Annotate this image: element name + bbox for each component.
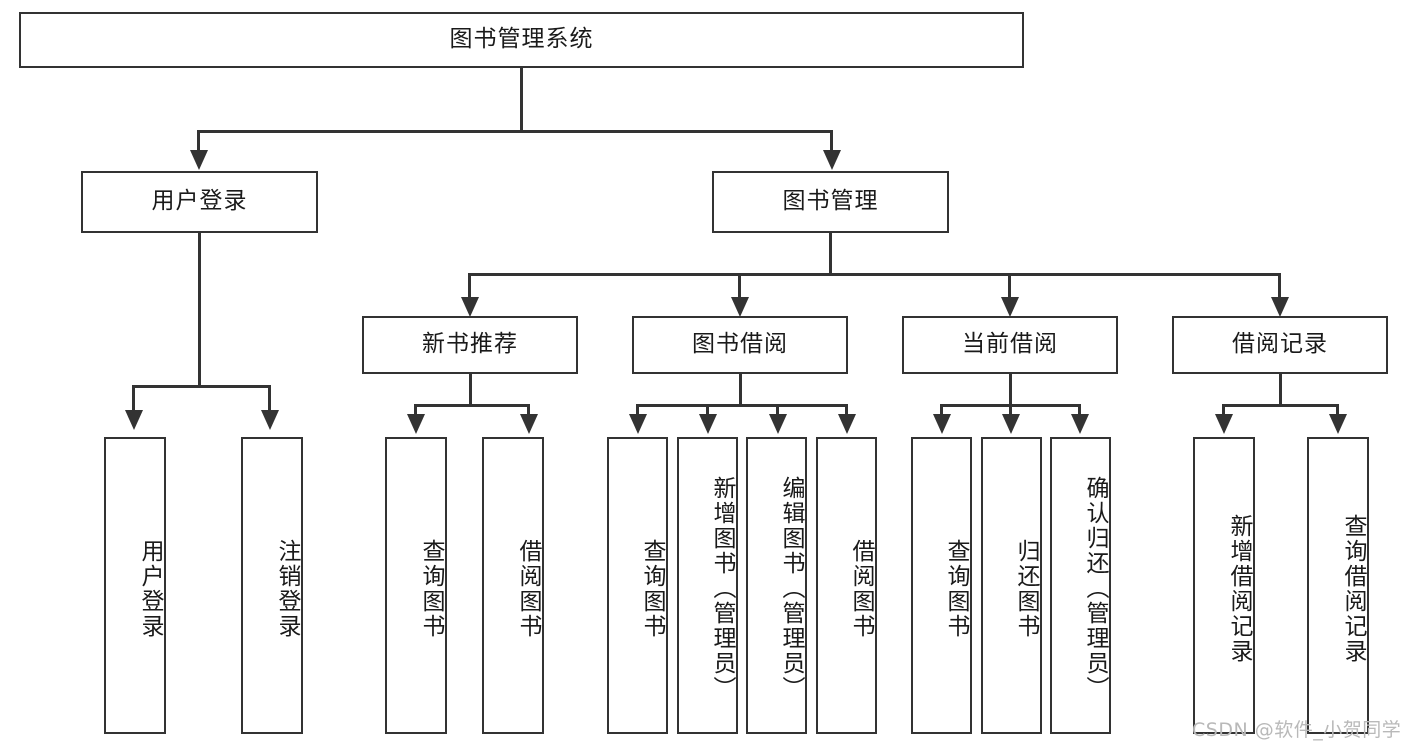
node-borrow-record[interactable]: 借阅记录 bbox=[1172, 316, 1388, 374]
node-leaf-query-book-1[interactable]: 查询图书 bbox=[385, 437, 447, 734]
node-book-borrow[interactable]: 图书借阅 bbox=[632, 316, 848, 374]
edge-user-login-stem bbox=[198, 233, 201, 387]
node-label: 归还图书 bbox=[1013, 538, 1039, 639]
edge-bb-bus bbox=[636, 404, 847, 407]
edge-cb-drop-3 bbox=[1078, 404, 1081, 418]
edge-user-login-drop-1 bbox=[132, 385, 135, 413]
edge-bb-drop-2 bbox=[706, 404, 709, 418]
edge-nbr-stem bbox=[469, 374, 472, 406]
edge-nbr-bus bbox=[414, 404, 530, 407]
arrow-cb-leaf-1 bbox=[933, 414, 951, 434]
arrow-nbr-leaf-1 bbox=[407, 414, 425, 434]
node-label: 借阅图书 bbox=[848, 538, 874, 639]
node-label: 新增图书（管理员） bbox=[709, 476, 735, 701]
edge-book-management-stem bbox=[829, 233, 832, 275]
arrow-bb-leaf-1 bbox=[629, 414, 647, 434]
arrow-bm-to-book-borrow bbox=[731, 297, 749, 317]
node-leaf-user-login[interactable]: 用户登录 bbox=[104, 437, 166, 734]
node-label: 确认归还（管理员） bbox=[1082, 476, 1108, 701]
arrow-bm-to-borrow-record bbox=[1271, 297, 1289, 317]
arrow-bb-leaf-4 bbox=[838, 414, 856, 434]
node-current-borrow[interactable]: 当前借阅 bbox=[902, 316, 1118, 374]
arrow-cb-leaf-3 bbox=[1071, 414, 1089, 434]
arrow-bb-leaf-3 bbox=[769, 414, 787, 434]
node-label: 借阅记录 bbox=[1232, 331, 1328, 358]
edge-nbr-drop-2 bbox=[527, 404, 530, 418]
node-label: 查询图书 bbox=[639, 538, 665, 639]
edge-br-drop-2 bbox=[1336, 404, 1339, 418]
edge-bb-drop-3 bbox=[776, 404, 779, 418]
edge-bm-drop-3 bbox=[1008, 273, 1011, 301]
node-leaf-borrow-book-2[interactable]: 借阅图书 bbox=[816, 437, 877, 734]
edge-user-login-drop-2 bbox=[268, 385, 271, 413]
edge-cb-drop-1 bbox=[940, 404, 943, 418]
arrow-br-leaf-1 bbox=[1215, 414, 1233, 434]
node-leaf-edit-book[interactable]: 编辑图书（管理员） bbox=[746, 437, 807, 734]
node-label: 查询图书 bbox=[943, 538, 969, 639]
node-book-management[interactable]: 图书管理 bbox=[712, 171, 949, 233]
edge-root-stem bbox=[520, 68, 523, 132]
edge-br-bus bbox=[1222, 404, 1339, 407]
node-leaf-add-record[interactable]: 新增借阅记录 bbox=[1193, 437, 1255, 734]
node-leaf-query-book-3[interactable]: 查询图书 bbox=[911, 437, 972, 734]
node-leaf-return-book[interactable]: 归还图书 bbox=[981, 437, 1042, 734]
edge-bm-drop-1 bbox=[468, 273, 471, 301]
arrow-cb-leaf-2 bbox=[1002, 414, 1020, 434]
arrow-root-to-book-management bbox=[823, 150, 841, 170]
node-user-login[interactable]: 用户登录 bbox=[81, 171, 318, 233]
node-label: 新增借阅记录 bbox=[1226, 513, 1252, 664]
node-leaf-query-record[interactable]: 查询借阅记录 bbox=[1307, 437, 1369, 734]
edge-cb-drop-2 bbox=[1009, 404, 1012, 418]
edge-book-management-bus bbox=[468, 273, 1281, 276]
node-leaf-add-book[interactable]: 新增图书（管理员） bbox=[677, 437, 738, 734]
edge-bb-stem bbox=[739, 374, 742, 406]
edge-cb-stem bbox=[1009, 374, 1012, 406]
node-label: 图书管理系统 bbox=[449, 26, 594, 53]
edge-root-to-user-login bbox=[197, 130, 200, 154]
node-label: 编辑图书（管理员） bbox=[778, 476, 804, 701]
edge-br-drop-1 bbox=[1222, 404, 1225, 418]
node-new-book-recommend[interactable]: 新书推荐 bbox=[362, 316, 578, 374]
node-leaf-confirm-return[interactable]: 确认归还（管理员） bbox=[1050, 437, 1111, 734]
node-label: 用户登录 bbox=[137, 538, 163, 639]
node-label: 当前借阅 bbox=[962, 331, 1058, 358]
node-label: 注销登录 bbox=[274, 538, 300, 639]
arrow-user-login-leaf-1 bbox=[125, 410, 143, 430]
edge-nbr-drop-1 bbox=[414, 404, 417, 418]
edge-bb-drop-1 bbox=[636, 404, 639, 418]
arrow-nbr-leaf-2 bbox=[520, 414, 538, 434]
arrow-user-login-leaf-2 bbox=[261, 410, 279, 430]
node-label: 用户登录 bbox=[151, 188, 248, 215]
edge-root-bus bbox=[197, 130, 833, 133]
node-label: 图书管理 bbox=[782, 188, 879, 215]
node-leaf-logout-login[interactable]: 注销登录 bbox=[241, 437, 303, 734]
node-label: 图书借阅 bbox=[692, 331, 788, 358]
arrow-root-to-user-login bbox=[190, 150, 208, 170]
node-leaf-borrow-book-1[interactable]: 借阅图书 bbox=[482, 437, 544, 734]
node-label: 新书推荐 bbox=[422, 331, 518, 358]
node-label: 借阅图书 bbox=[515, 538, 541, 639]
node-label: 查询图书 bbox=[418, 538, 444, 639]
arrow-bm-to-new-book-recommend bbox=[461, 297, 479, 317]
arrow-bm-to-current-borrow bbox=[1001, 297, 1019, 317]
edge-br-stem bbox=[1279, 374, 1282, 406]
edge-bb-drop-4 bbox=[845, 404, 848, 418]
arrow-br-leaf-2 bbox=[1329, 414, 1347, 434]
arrow-bb-leaf-2 bbox=[699, 414, 717, 434]
node-leaf-query-book-2[interactable]: 查询图书 bbox=[607, 437, 668, 734]
edge-bm-drop-4 bbox=[1278, 273, 1281, 301]
edge-bm-drop-2 bbox=[738, 273, 741, 301]
node-label: 查询借阅记录 bbox=[1340, 513, 1366, 664]
edge-user-login-bus bbox=[132, 385, 270, 388]
node-root-system[interactable]: 图书管理系统 bbox=[19, 12, 1024, 68]
edge-root-to-book-management bbox=[830, 130, 833, 154]
